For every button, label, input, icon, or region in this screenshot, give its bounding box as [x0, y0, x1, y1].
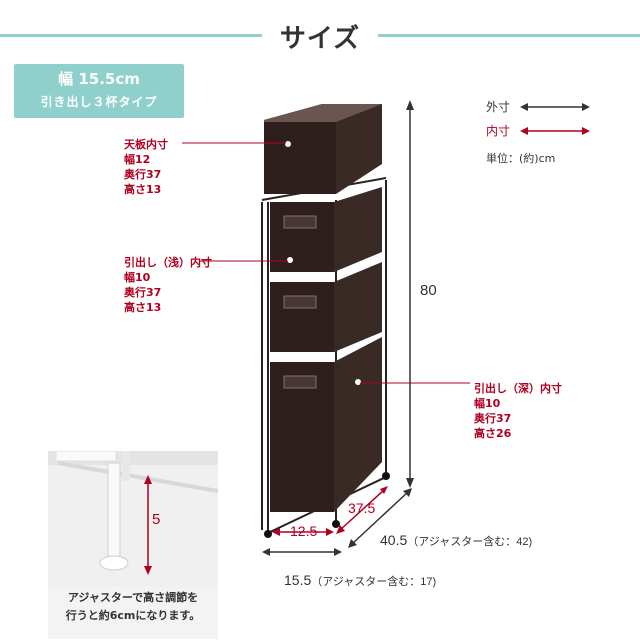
annotation-top-depth: 奥行37 [124, 168, 162, 181]
annotation-deep-depth: 奥行37 [474, 412, 512, 425]
title-line-right [378, 34, 640, 37]
adjuster-caption-line2: 行うと約6cmになります。 [65, 609, 201, 622]
annotation-deep-width: 幅10 [474, 397, 501, 410]
annotation-shallow-title: 引出し（浅）内寸 [124, 256, 212, 269]
inner-depth-label: 37.5 [348, 500, 376, 516]
inner-width-label: 12.5 [290, 523, 318, 539]
legend-inner: 内寸 [486, 122, 510, 139]
legend-inner-arrow-icon [520, 127, 590, 135]
annotation-deep-drawer: 引出し（深）内寸 幅10 奥行37 高さ26 [474, 381, 562, 441]
legend-outer-label: 外寸 [486, 100, 511, 114]
legend-outer: 外寸 [486, 98, 510, 115]
legend-unit: 単位：(約)cm [486, 152, 556, 165]
badge-type: 引き出し３杯タイプ [40, 95, 158, 109]
annotation-deep-height: 高さ26 [474, 427, 512, 440]
adjuster-photo [48, 451, 218, 587]
legend-outer-arrow-icon [520, 103, 590, 111]
page-title: サイズ [279, 24, 361, 54]
outer-depth-note: （アジャスター含む：42) [407, 536, 533, 548]
annotation-shallow-depth: 奥行37 [124, 286, 162, 299]
legend-inner-label: 内寸 [486, 124, 511, 138]
adjuster-caption-line1: アジャスターで高さ調節を [67, 591, 199, 604]
width-badge: 幅 15.5cm 引き出し３杯タイプ [14, 64, 184, 118]
annotation-top-title: 天板内寸 [124, 138, 168, 151]
title-line-left [0, 34, 262, 37]
annotation-top-height: 高さ13 [124, 183, 162, 196]
annotation-top-width: 幅12 [124, 153, 151, 166]
adjuster-value: 5 [152, 511, 161, 528]
badge-width: 幅 15.5cm [58, 70, 140, 88]
adjuster-inset: 5 アジャスターで高さ調節を 行うと約6cmになります。 [48, 451, 218, 639]
outer-width-label: 15.5（アジャスター含む：17) [284, 572, 436, 589]
storage-rack-illustration [261, 104, 390, 538]
annotation-shallow-drawer: 引出し（浅）内寸 幅10 奥行37 高さ13 [124, 255, 212, 315]
annotation-shallow-width: 幅10 [124, 271, 151, 284]
outer-depth-label: 40.5（アジャスター含む：42) [380, 532, 532, 549]
outer-width-note: （アジャスター含む：17) [311, 576, 437, 588]
outer-depth-value: 40.5 [380, 532, 408, 548]
adjuster-caption: アジャスターで高さ調節を 行うと約6cmになります。 [48, 589, 218, 625]
annotation-top-tray: 天板内寸 幅12 奥行37 高さ13 [124, 137, 168, 197]
annotation-shallow-height: 高さ13 [124, 301, 162, 314]
annotation-deep-title: 引出し（深）内寸 [474, 382, 562, 395]
height-label: 80 [420, 282, 437, 299]
outer-width-value: 15.5 [284, 572, 312, 588]
